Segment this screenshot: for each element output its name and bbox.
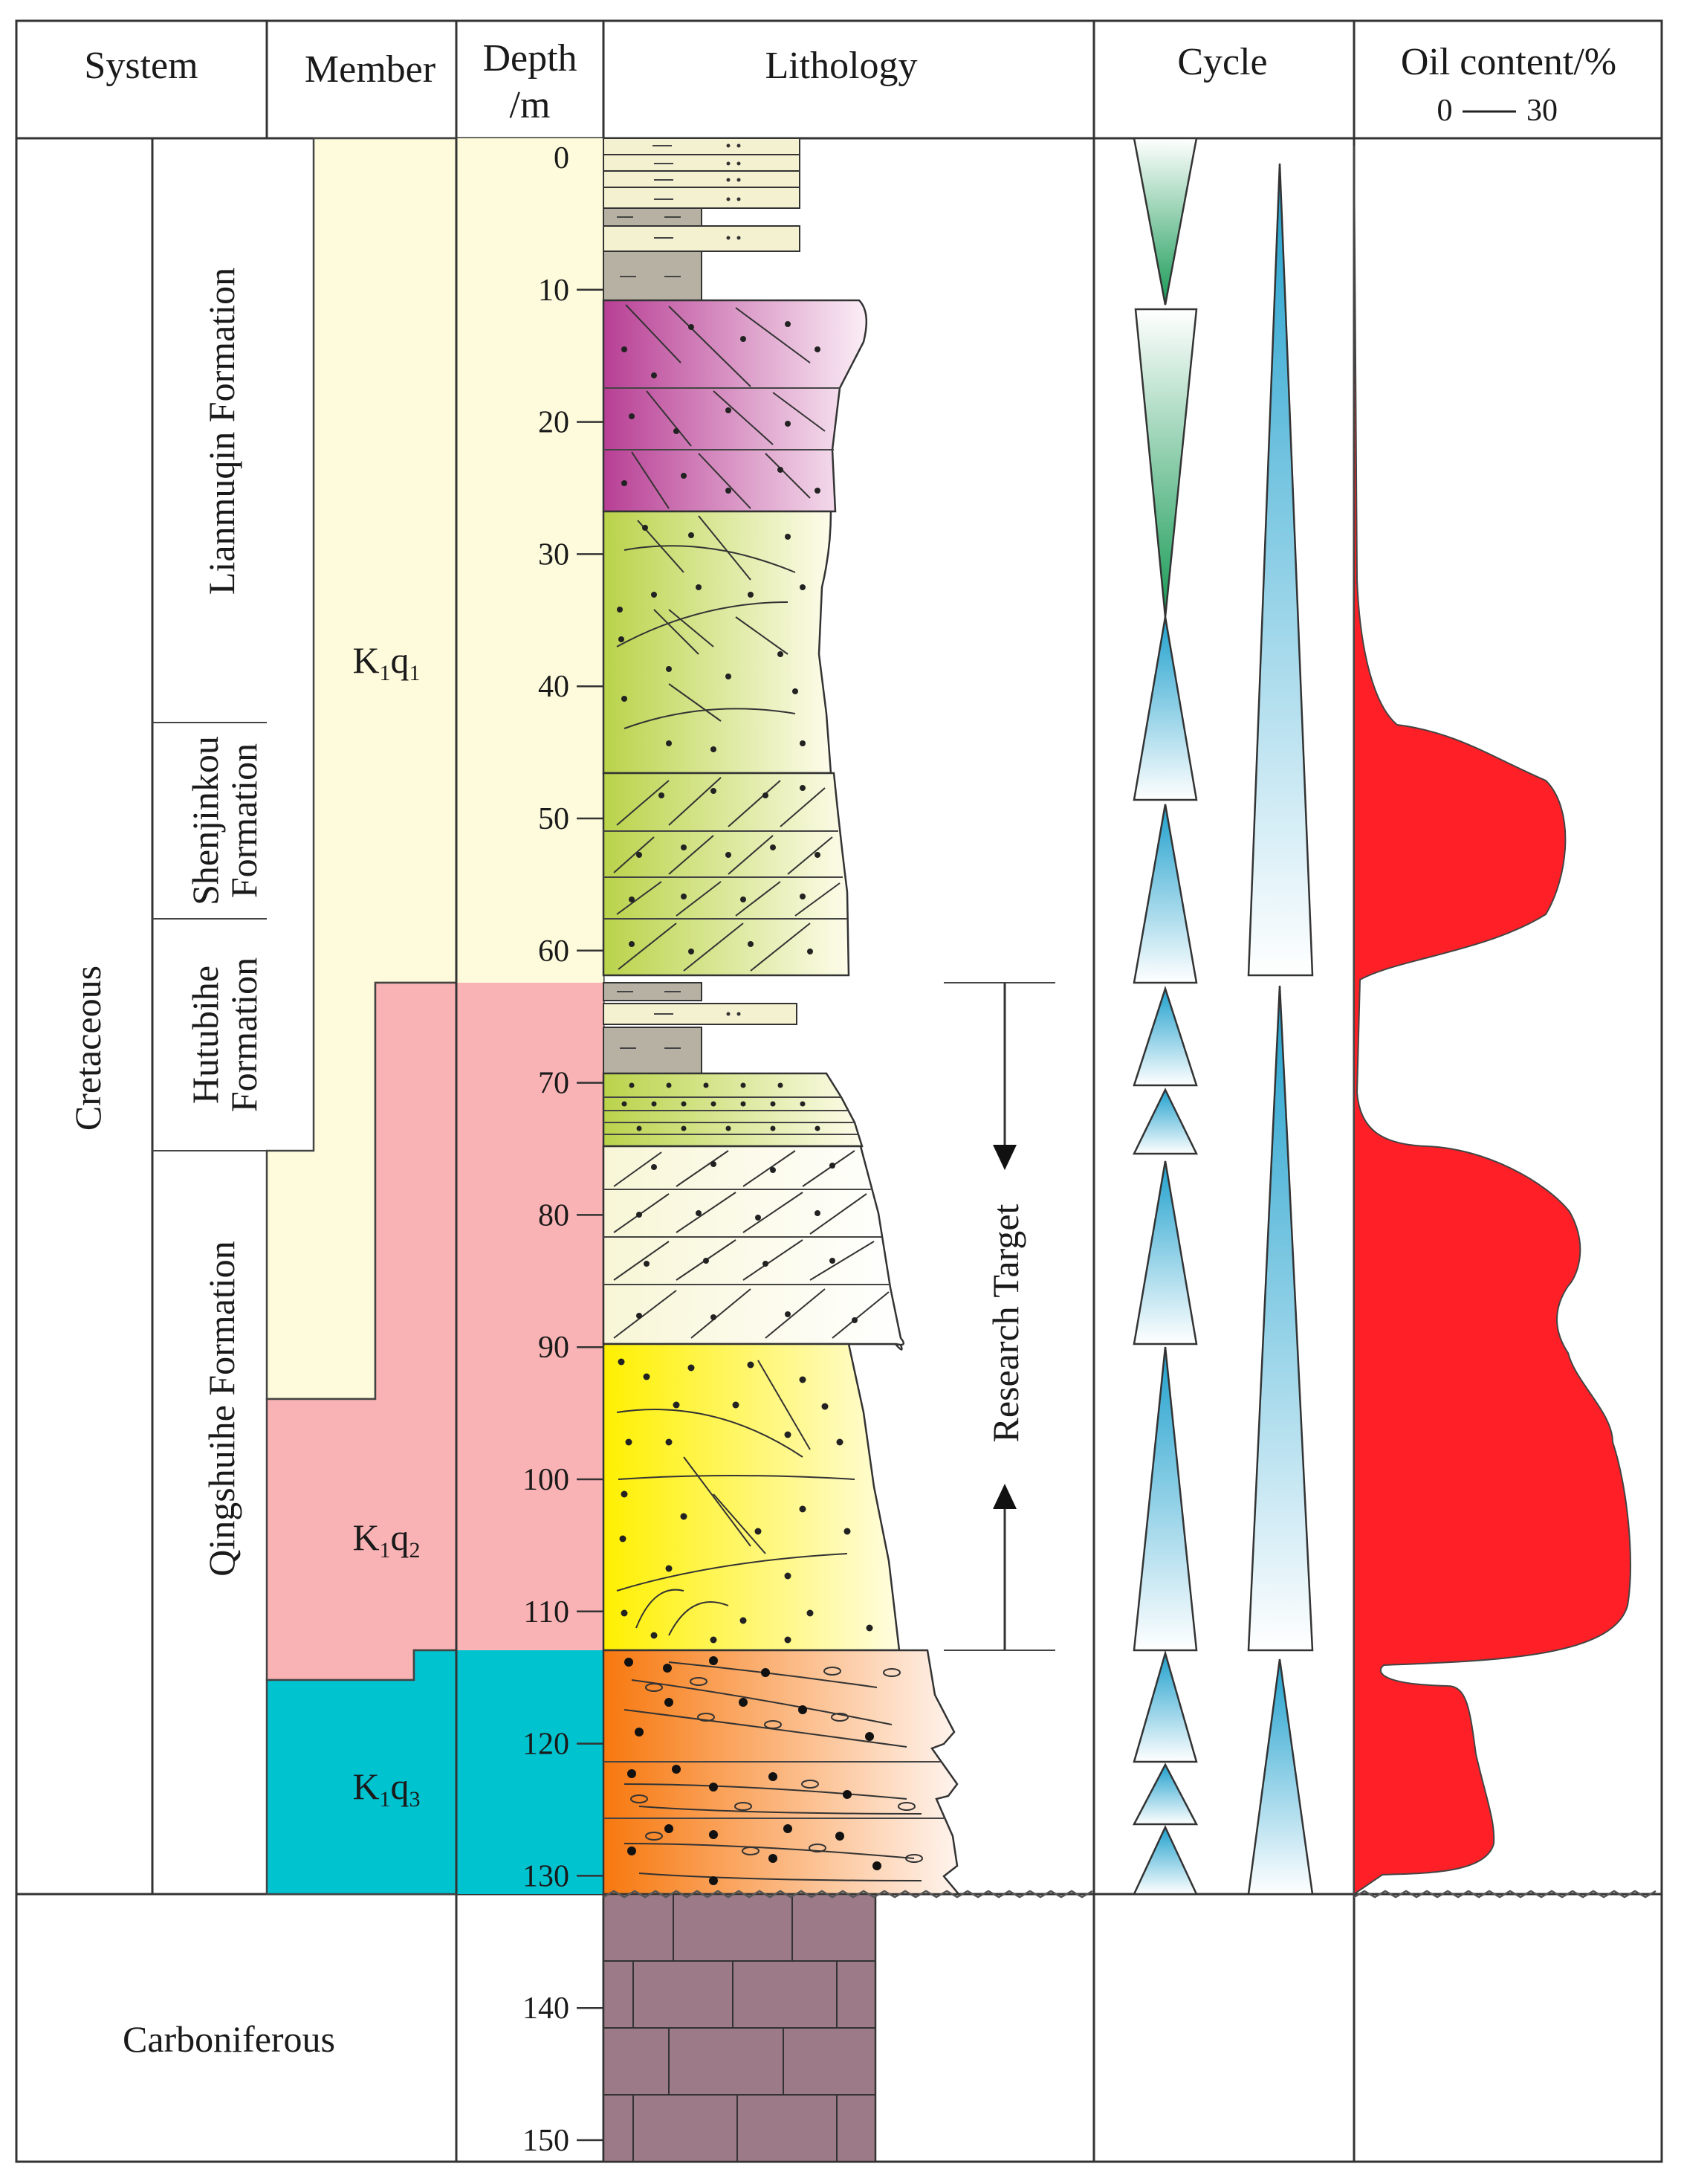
depth-tick-label: 40 <box>538 670 569 704</box>
litho-green-crossbedded-sandstone <box>602 772 850 977</box>
header-depth: Depth <box>482 37 577 80</box>
depth-tick-label: 130 <box>522 1859 569 1893</box>
research-target-marker: Research Target <box>944 982 1055 1651</box>
cycle-mid-triangle <box>1247 163 1314 977</box>
header-system: System <box>84 45 198 87</box>
header-member: Member <box>305 48 435 91</box>
depth-tick-label: 20 <box>538 406 569 440</box>
oil-scale-max: 30 <box>1526 94 1558 128</box>
litho-siltstone-layer <box>603 225 800 252</box>
depth-tick-label: 50 <box>538 802 569 836</box>
depth-tint-k1q1 <box>456 138 603 983</box>
cycle-short-triangle <box>1133 985 1198 1087</box>
member-k1q2-label: K1q2 <box>352 1516 420 1563</box>
litho-mudstone-layer <box>603 1027 702 1074</box>
lithology-column <box>602 138 1093 2163</box>
cycle-short-triangle <box>1133 804 1198 984</box>
depth-tick-label: 0 <box>554 141 569 175</box>
depth-tick-label: 60 <box>538 934 569 969</box>
cycle-mid-triangle <box>1247 985 1314 1652</box>
oil-content-curve <box>1353 145 1631 1896</box>
depth-tick-label: 110 <box>524 1595 569 1629</box>
arrow-down-icon <box>993 1145 1017 1170</box>
cycle-short-triangle <box>1133 1346 1198 1652</box>
litho-siltstone-layer <box>603 1003 797 1025</box>
depth-tick-label: 30 <box>538 537 569 572</box>
cycle-short-triangle <box>1132 1763 1199 1826</box>
system-cretaceous: Cretaceous <box>67 966 109 1131</box>
cycle-short-triangle <box>1133 137 1198 306</box>
member-blocks <box>265 137 603 1896</box>
cycle-short-triangle <box>1132 1088 1199 1155</box>
cycle-short-triangle <box>1133 1825 1198 1896</box>
header-depth-unit: /m <box>510 84 551 126</box>
depth-tick-label: 70 <box>538 1067 569 1101</box>
cycle-short-triangle <box>1133 1160 1198 1345</box>
litho-orange-conglomerate <box>602 1649 961 1896</box>
depth-tick-label: 120 <box>522 1728 569 1762</box>
litho-siltstone-layer <box>603 154 800 172</box>
header-cycle: Cycle <box>1177 41 1267 83</box>
system-carboniferous: Carboniferous <box>123 2018 335 2060</box>
formation-boxes <box>152 722 267 1151</box>
oil-scale-min: 0 <box>1437 94 1453 128</box>
litho-green-sandstone <box>602 510 832 775</box>
oil-content-unconformity <box>1353 1890 1657 1899</box>
formation-hutubihe-1: Hutubihe <box>184 966 226 1104</box>
member-k1q3-label: K1q3 <box>352 1765 420 1812</box>
depth-tick-label: 80 <box>538 1198 569 1232</box>
formation-lianmuqin: Lianmuqin Formation <box>201 268 242 595</box>
litho-mudstone-layer <box>603 251 702 301</box>
formation-shenjinkou-1: Shenjinkou <box>184 736 226 905</box>
depth-tick-label: 10 <box>538 274 569 308</box>
litho-yellow-sandstone <box>602 1343 901 1652</box>
depth-tick-label: 150 <box>522 2124 569 2158</box>
cycle-short-triangle <box>1133 616 1198 801</box>
litho-siltstone-layer <box>603 138 800 155</box>
depth-tint-k1q2 <box>456 983 603 1650</box>
formation-qingshuihe: Qingshuihe Formation <box>201 1241 242 1576</box>
arrow-up-icon <box>993 1484 1017 1509</box>
formation-hutubihe-2: Formation <box>223 957 265 1112</box>
depth-tick-label: 100 <box>522 1463 569 1497</box>
cycle-column <box>1132 137 1314 1896</box>
litho-purple-sandstone <box>602 299 868 513</box>
depth-tint-k1q3 <box>456 1650 603 1894</box>
cycle-mid-triangle <box>1247 1658 1314 1896</box>
header-lithology: Lithology <box>765 45 917 87</box>
unconformity-line <box>603 1890 1093 1899</box>
header-oil-content: Oil content/% <box>1401 41 1616 83</box>
litho-siltstone-layer <box>603 170 800 188</box>
depth-axis: 0 10 20 30 40 50 60 70 80 90 100 110 120 130 140 150 <box>522 141 603 2158</box>
research-target-label: Research Target <box>985 1204 1026 1442</box>
cycle-short-triangle <box>1133 1650 1198 1763</box>
depth-tick-label: 90 <box>538 1331 569 1365</box>
member-k1q1-label: K1q1 <box>352 639 420 685</box>
cycle-short-triangle <box>1134 308 1198 618</box>
formation-shenjinkou-2: Formation <box>223 743 265 898</box>
depth-tick-label: 140 <box>522 1991 569 2026</box>
litho-siltstone-layer <box>603 187 800 209</box>
